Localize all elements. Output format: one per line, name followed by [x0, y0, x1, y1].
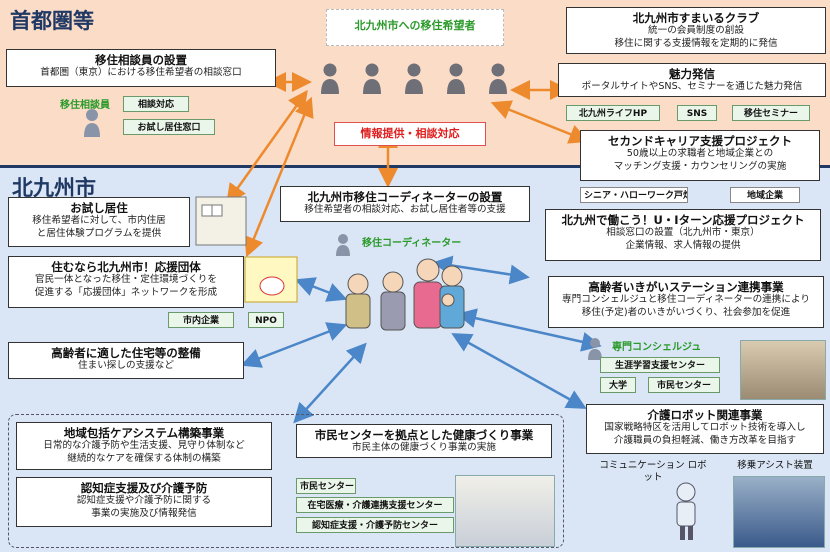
chip-local-company: 地域企業: [730, 187, 800, 203]
chip-seminar: 移住セミナー: [732, 105, 810, 121]
sumairu-club-title: 北九州市すまいるクラブ: [632, 11, 760, 25]
care-robot-body-2: 介護職員の負担軽減、働き方改革を目指す: [613, 434, 797, 446]
transfer-assist-label: 移乗アシスト装置: [737, 460, 813, 471]
second-career-title: セカンドキャリア支援プロジェクト: [608, 134, 792, 148]
concierge-person-icon: [588, 338, 602, 360]
second-career-body-2: マッチング支援・カウンセリングの実施: [613, 160, 787, 172]
community-care-body-2: 継続的なケアを確保する体制の構築: [67, 452, 221, 464]
relocation-consultant-title: 移住相談員の設置: [95, 53, 187, 67]
region-title-kitakyushu: 北九州市: [12, 176, 96, 200]
consultant-person-icon: [84, 109, 100, 137]
chip-university: 大学: [600, 377, 636, 393]
second-career-body-1: 50歳以上の求職者と地域企業との: [626, 148, 774, 160]
coordinator-box: 北九州市移住コーディネーターの設置 移住希望者の相談対応、お試し居住者等の支援: [280, 186, 530, 222]
chip-citizen-center: 市民センター: [648, 377, 720, 393]
community-care-box: 地域包括ケアシステム構築事業 日常的な介護予防や生活支援、見守り体制など 継続的…: [16, 422, 272, 470]
trial-housing-box: お試し居住 移住希望者に対して、市内住居 と居住体験プログラムを提供: [8, 197, 190, 247]
coordinator-body: 移住希望者の相談対応、お試し居住者等の支援: [304, 204, 506, 216]
communication-robot-label: コミュニケーション ロボット: [599, 460, 707, 483]
orange-arrows: [226, 72, 590, 258]
sumairu-club-body-1: 統一の会員制度の創設: [648, 25, 744, 37]
coordinator-label: 移住コーディネーター: [362, 238, 462, 249]
support-group-title: 住むなら北九州市！応援団体: [51, 260, 201, 274]
support-flag-icon: [244, 256, 298, 303]
chip-life-hp: 北九州ライフHP: [566, 105, 660, 121]
senior-station-title: 高齢者いきがいステーション連携事業: [588, 280, 784, 294]
care-section-container: [8, 414, 564, 548]
coordinator-title: 北九州市移住コーディネーターの設置: [307, 190, 503, 204]
attraction-body: ポータルサイトやSNS、セミナーを通じた魅力発信: [581, 81, 803, 93]
second-career-box: セカンドキャリア支援プロジェクト 50歳以上の求職者と地域企業との マッチング支…: [580, 130, 820, 181]
relocation-consultant-box: 移住相談員の設置 首都圏（東京）における移住希望者の相談窓口: [6, 49, 276, 87]
region-title-tokyo: 首都圏等: [10, 9, 94, 33]
chip-city-center: 市民センター: [296, 478, 356, 494]
ui-turn-title: 北九州で働こう！U・Iターン応援プロジェクト: [561, 213, 805, 227]
senior-station-body-2: 移住(予定)者のいきがいづくり、社会参加を促進: [581, 306, 791, 318]
dementia-body-2: 事業の実施及び情報発信: [91, 507, 197, 519]
migrants-label: 北九州市への移住希望者: [354, 19, 476, 32]
dementia-body-1: 認知症支援や介護予防に関する: [76, 495, 212, 507]
health-center-photo: [455, 475, 555, 547]
elderly-housing-body: 住まい探しの支援など: [78, 360, 174, 372]
ui-turn-body-1: 相談窓口の設置（北九州市・東京）: [606, 227, 760, 239]
care-robot-box: 介護ロボット関連事業 国家戦略特区を活用してロボット技術を導入し 介護職員の負担…: [586, 404, 824, 454]
chip-hellowork: シニア・ハローワーク戸畑: [580, 187, 688, 203]
support-group-box: 住むなら北九州市！応援団体 官民一体となった移住・定住環境づくりを 促進する「応…: [8, 256, 244, 308]
migrants-label-box: 北九州市への移住希望者: [326, 9, 504, 46]
senior-station-box: 高齢者いきがいステーション連携事業 専門コンシェルジュと移住コーディネーターの連…: [548, 276, 824, 328]
support-group-body-2: 促進する「応援団体」ネットワークを形成: [34, 286, 218, 298]
health-center-body: 市民主体の健康づくり事業の実施: [352, 442, 496, 454]
sumairu-club-box: 北九州市すまいるクラブ 統一の会員制度の創設 移住に関する支援情報を定期的に発信: [566, 7, 826, 54]
ui-turn-body-2: 企業情報、求人情報の提供: [625, 239, 741, 251]
senior-station-body-1: 専門コンシェルジュと移住コーディネーターの連携により: [562, 294, 810, 306]
transfer-assist-photo: [733, 476, 825, 548]
trial-housing-title: お試し居住: [70, 201, 128, 215]
trial-housing-body-2: と居住体験プログラムを提供: [36, 227, 162, 239]
chip-dementia-center: 認知症支援・介護予防センター: [296, 517, 454, 533]
health-center-title: 市民センターを拠点とした健康づくり事業: [314, 428, 534, 442]
support-group-body-1: 官民一体となった移住・定住環境づくりを: [35, 274, 217, 286]
elderly-housing-box: 高齢者に適した住宅等の整備 住まい探しの支援など: [8, 342, 244, 379]
care-robot-body-1: 国家戦略特区を活用してロボット技術を導入し: [604, 422, 806, 434]
family-illustration-icon: [345, 258, 465, 331]
chip-npo: NPO: [248, 312, 284, 328]
dementia-title: 認知症支援及び介護予防: [80, 481, 208, 495]
attraction-box: 魅力発信 ポータルサイトやSNS、セミナーを通じた魅力発信: [558, 63, 826, 97]
community-care-title: 地域包括ケアシステム構築事業: [63, 426, 225, 440]
chip-home-care-center: 在宅医療・介護連携支援センター: [296, 497, 454, 513]
trial-housing-building-icon: [195, 196, 247, 246]
seniors-photo: [740, 340, 826, 400]
care-robot-title: 介護ロボット関連事業: [647, 408, 763, 422]
sumairu-club-body-2: 移住に関する支援情報を定期的に発信: [614, 37, 778, 49]
dementia-box: 認知症支援及び介護予防 認知症支援や介護予防に関する 事業の実施及び情報発信: [16, 477, 272, 527]
attraction-title: 魅力発信: [669, 67, 715, 81]
coordinator-person-icon: [336, 234, 350, 256]
consultant-staff-label: 移住相談員: [60, 100, 110, 111]
elderly-housing-title: 高齢者に適した住宅等の整備: [51, 346, 201, 360]
migrant-people-group: [321, 63, 507, 94]
ui-turn-box: 北九州で働こう！U・Iターン応援プロジェクト 相談窓口の設置（北九州市・東京） …: [545, 209, 821, 261]
concierge-label: 専門コンシェルジュ: [612, 342, 702, 353]
chip-sns: SNS: [677, 105, 717, 121]
info-consultation-label: 情報提供・相談対応: [334, 122, 486, 146]
chip-lifelong-learning: 生涯学習支援センター: [600, 357, 720, 373]
communication-robot-icon: [676, 482, 696, 540]
trial-housing-body-1: 移住希望者に対して、市内住居: [32, 215, 166, 227]
chip-consultation: 相談対応: [123, 96, 189, 112]
relocation-consultant-body: 首都圏（東京）における移住希望者の相談窓口: [40, 67, 242, 79]
health-center-box: 市民センターを拠点とした健康づくり事業 市民主体の健康づくり事業の実施: [296, 424, 552, 458]
chip-city-company: 市内企業: [168, 312, 234, 328]
chip-trial-window: お試し居住窓口: [123, 119, 215, 135]
community-care-body-1: 日常的な介護予防や生活支援、見守り体制など: [43, 440, 245, 452]
